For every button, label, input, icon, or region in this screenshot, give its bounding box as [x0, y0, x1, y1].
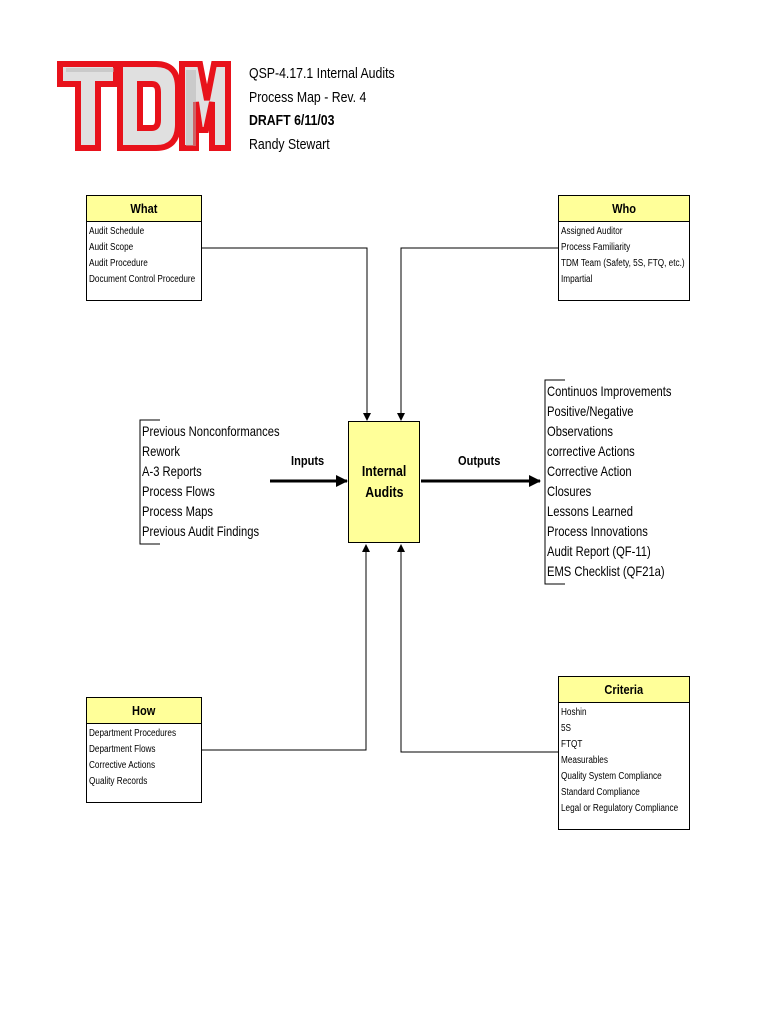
criteria-box: Criteria Hoshin 5S FTQT Measurables Qual… [558, 676, 690, 830]
internal-audits-process-box: Internal Audits [348, 421, 420, 543]
list-item: Process Familiarity [561, 242, 631, 253]
inputs-label: Inputs [291, 453, 325, 468]
list-item: Corrective Action [547, 463, 632, 479]
list-item: TDM Team (Safety, 5S, FTQ, etc.) [561, 258, 685, 269]
list-item: Quality System Compliance [561, 771, 662, 782]
author-name: Randy Stewart [249, 136, 330, 153]
list-item: Assigned Auditor [561, 226, 623, 237]
criteria-title: Criteria [559, 677, 689, 703]
list-item: 5S [561, 723, 572, 734]
list-item: Rework [142, 443, 180, 459]
draft-date: DRAFT 6/11/03 [249, 112, 335, 129]
what-connector [201, 247, 371, 421]
what-title: What [87, 196, 201, 222]
list-item: Process Innovations [547, 523, 648, 539]
what-list: Audit Schedule Audit Scope Audit Procedu… [87, 222, 201, 288]
how-box: How Department Procedures Department Flo… [86, 697, 202, 803]
list-item: Lessons Learned [547, 503, 633, 519]
list-item: Standard Compliance [561, 787, 640, 798]
outputs-label: Outputs [458, 453, 501, 468]
list-item: Document Control Procedure [89, 274, 196, 285]
who-title: Who [559, 196, 689, 222]
how-list: Department Procedures Department Flows C… [87, 724, 201, 790]
list-item: Positive/Negative [547, 403, 634, 419]
list-item: Closures [547, 483, 592, 499]
list-item: Corrective Actions [89, 760, 156, 771]
center-label-line1: Internal [361, 463, 407, 480]
list-item: EMS Checklist (QF21a) [547, 563, 665, 579]
tdm-logo [57, 61, 231, 151]
inputs-list: Previous Nonconformances Rework A-3 Repo… [142, 421, 314, 541]
list-item: Measurables [561, 755, 608, 766]
document-revision: Process Map - Rev. 4 [249, 89, 367, 106]
who-list: Assigned Auditor Process Familiarity TDM… [559, 222, 689, 288]
list-item: Observations [547, 423, 613, 439]
criteria-connector [397, 544, 558, 753]
list-item: Hoshin [561, 707, 587, 718]
how-connector [201, 544, 370, 751]
center-label-line2: Audits [364, 484, 404, 501]
list-item: FTQT [561, 739, 583, 750]
criteria-list: Hoshin 5S FTQT Measurables Quality Syste… [559, 703, 689, 817]
document-code: QSP-4.17.1 Internal Audits [249, 65, 395, 82]
list-item: A-3 Reports [142, 463, 202, 479]
list-item: corrective Actions [547, 443, 635, 459]
who-connector [397, 247, 558, 421]
what-box: What Audit Schedule Audit Scope Audit Pr… [86, 195, 202, 301]
list-item: Continuos Improvements [547, 383, 672, 399]
outputs-list: Continuos Improvements Positive/Negative… [547, 381, 703, 581]
list-item: Audit Procedure [89, 258, 148, 269]
list-item: Audit Report (QF-11) [547, 543, 651, 559]
list-item: Previous Audit Findings [142, 523, 260, 539]
list-item: Impartial [561, 274, 593, 285]
list-item: Process Flows [142, 483, 215, 499]
list-item: Previous Nonconformances [142, 423, 280, 439]
list-item: Department Procedures [89, 728, 177, 739]
who-box: Who Assigned Auditor Process Familiarity… [558, 195, 690, 301]
list-item: Quality Records [89, 776, 148, 787]
list-item: Audit Schedule [89, 226, 145, 237]
list-item: Audit Scope [89, 242, 134, 253]
how-title: How [87, 698, 201, 724]
outputs-bracket [544, 379, 565, 585]
list-item: Process Maps [142, 503, 213, 519]
inputs-bracket [139, 419, 160, 545]
list-item: Legal or Regulatory Compliance [561, 803, 679, 814]
list-item: Department Flows [89, 744, 156, 755]
